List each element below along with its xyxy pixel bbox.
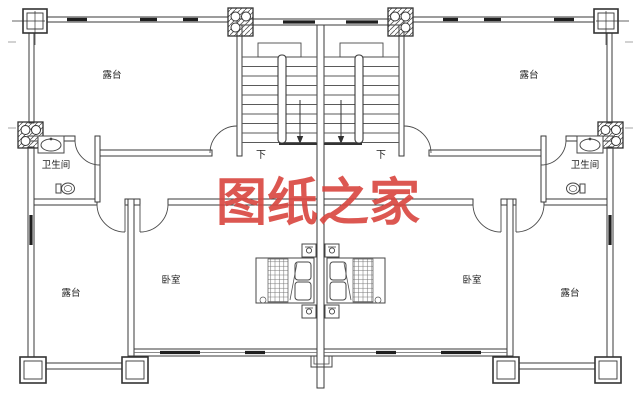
decorated-column-symbol <box>227 7 254 37</box>
toilet-symbol <box>566 182 586 195</box>
corner-column-symbol <box>492 356 520 384</box>
door-swing-arc <box>472 203 502 233</box>
room-label-terrace-top-left: 露台 <box>102 69 121 81</box>
room-label-terrace-bottom-left: 露台 <box>61 287 80 299</box>
toilet-symbol <box>55 182 75 195</box>
room-labels: 露台 露台 卫生间 卫生间 卧室 卧室 露台 露台 下 下 <box>42 69 600 299</box>
corner-column-symbol <box>121 356 149 384</box>
bed-symbol <box>326 257 386 304</box>
columns <box>12 7 629 384</box>
room-label-bathroom-left: 卫生间 <box>42 159 71 171</box>
doors <box>74 125 567 233</box>
nightstand-symbol <box>324 243 340 258</box>
nightstand-symbol <box>301 243 317 258</box>
door-swing-arc <box>96 203 126 233</box>
room-label-bedroom-left: 卧室 <box>161 274 180 286</box>
bed-symbol <box>255 257 315 304</box>
room-label-terrace-bottom-right: 露台 <box>560 287 579 299</box>
nightstand-symbol <box>324 304 340 319</box>
stair-left-wall <box>236 18 243 157</box>
watermark-text: 图纸之家 <box>216 175 420 232</box>
door-swing-arc <box>515 203 545 233</box>
door-swing-arc <box>139 203 169 233</box>
room-label-terrace-top-right: 露台 <box>519 69 538 81</box>
stair-down-label-right: 下 <box>376 150 386 161</box>
decorated-column-symbol <box>597 121 624 149</box>
decorated-column-symbol <box>387 7 414 37</box>
entry-step-symbol <box>310 356 333 368</box>
corner-column-symbol <box>594 356 622 384</box>
nightstand-symbol <box>301 304 317 319</box>
sink-symbol <box>576 135 604 154</box>
room-label-bedroom-right: 卧室 <box>462 274 481 286</box>
door-swing-arc <box>74 139 101 166</box>
door-swing-arc <box>209 125 238 154</box>
corner-column-symbol <box>593 8 629 45</box>
stair-direction-arrow <box>296 100 304 144</box>
corner-column-symbol <box>19 356 47 384</box>
stair-handrail <box>277 54 287 144</box>
door-swing-arc <box>540 139 567 166</box>
dimension-ticks <box>8 41 633 129</box>
stair-direction-arrow <box>337 100 345 144</box>
fixtures <box>37 135 604 368</box>
window-marks <box>8 17 633 355</box>
door-swing-arc <box>403 125 432 154</box>
staircase-right <box>324 42 399 145</box>
sink-symbol <box>37 135 65 154</box>
walls <box>27 16 614 389</box>
room-label-bathroom-right: 卫生间 <box>571 159 600 171</box>
stair-handrail <box>354 54 364 144</box>
corner-column-symbol <box>12 8 48 45</box>
stair-right-wall <box>398 18 405 157</box>
staircase-left <box>242 42 317 145</box>
stair-down-label-left: 下 <box>256 150 266 161</box>
